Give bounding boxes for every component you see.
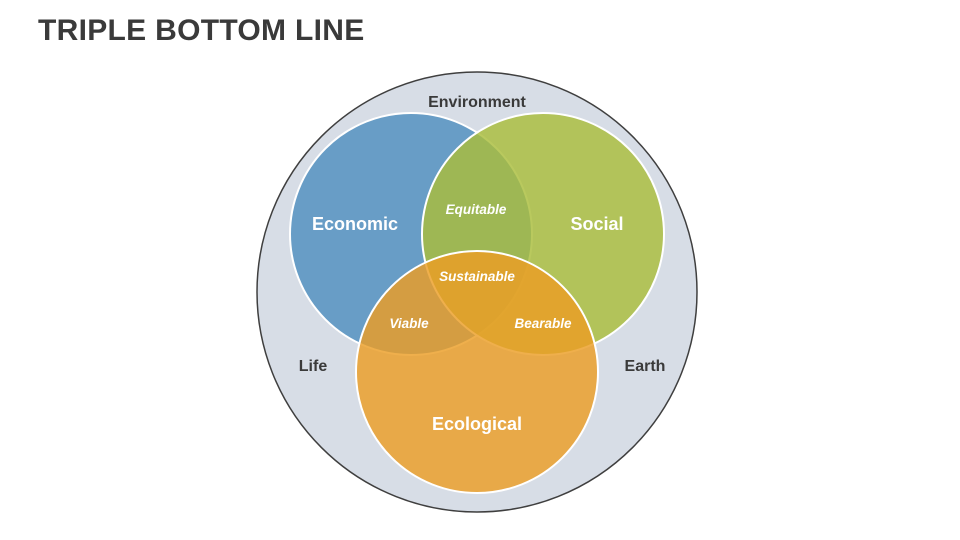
viable-label: Viable [389, 316, 429, 331]
equitable-label: Equitable [446, 202, 507, 217]
earth-label: Earth [625, 358, 666, 375]
environment-label: Environment [428, 94, 526, 111]
sustainable-label: Sustainable [439, 269, 515, 284]
ecological-label: Ecological [432, 414, 522, 434]
ecological-circle [355, 250, 599, 494]
page-title: TRIPLE BOTTOM LINE [38, 14, 365, 47]
bearable-label: Bearable [514, 316, 572, 331]
social-label: Social [570, 214, 623, 234]
life-label: Life [299, 358, 328, 375]
economic-label: Economic [312, 214, 398, 234]
